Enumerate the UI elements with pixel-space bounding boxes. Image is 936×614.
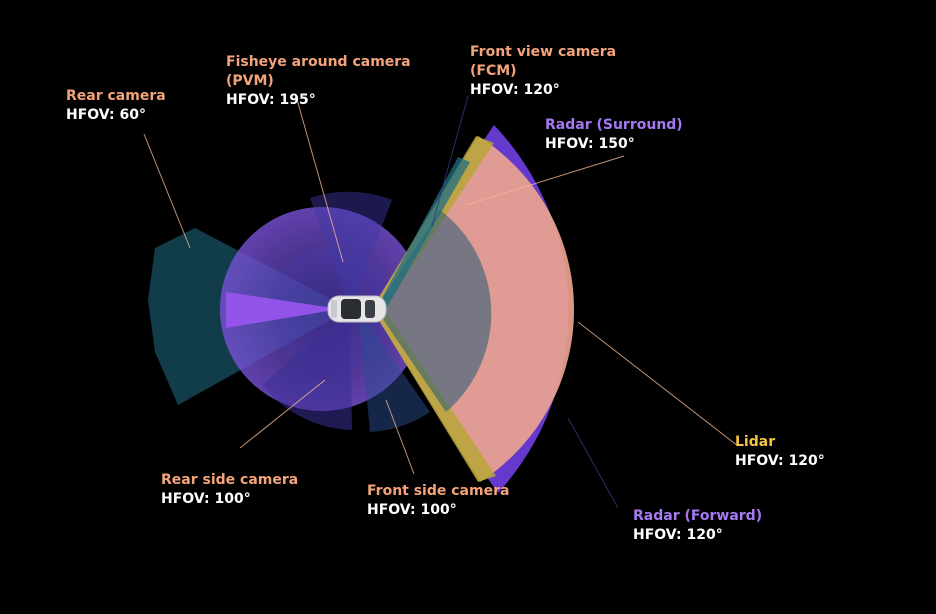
front-view-camera-edge: [376, 157, 470, 309]
rear-camera-leader-line: [143, 133, 191, 249]
rear-side-camera-fov: [262, 309, 352, 430]
lidar-name: Lidar: [735, 434, 776, 450]
radar-surround-label: Radar (Surround) HFOV: 150°: [545, 116, 683, 154]
radar-forward-label: Radar (Forward) HFOV: 120°: [633, 507, 762, 545]
lidar-hfov: HFOV: 120°: [735, 453, 825, 469]
front-side-camera-name: Front side camera: [367, 483, 510, 499]
fisheye-leader-line: [295, 95, 344, 263]
front-view-camera-fov: [376, 210, 492, 412]
front-side-camera-label: Front side camera HFOV: 100°: [367, 482, 509, 520]
front-view-camera-hfov: HFOV: 120°: [470, 82, 560, 98]
rear-side-camera-hfov: HFOV: 100°: [161, 491, 251, 507]
radar-forward-name: Radar (Forward): [633, 508, 763, 524]
front-side-leader-line: [385, 399, 415, 475]
radar-forward-hfov: HFOV: 120°: [633, 527, 723, 543]
fisheye-camera-code: (PVM): [226, 73, 274, 89]
fisheye-camera-name: Fisheye around camera: [226, 54, 411, 70]
lidar-leader-line: [577, 321, 739, 447]
lidar-label: Lidar HFOV: 120°: [735, 433, 825, 471]
front-view-camera-label: Front view camera (FCM) HFOV: 120°: [470, 43, 616, 100]
fisheye-camera-hfov: HFOV: 195°: [226, 92, 316, 108]
fisheye-camera-label: Fisheye around camera (PVM) HFOV: 195°: [226, 53, 411, 110]
front-side-camera-hfov: HFOV: 100°: [367, 502, 457, 518]
rear-camera-hfov: HFOV: 60°: [66, 107, 146, 123]
radar-forward-leader-line: [567, 417, 619, 509]
rear-camera-label: Rear camera HFOV: 60°: [66, 87, 166, 125]
radar-surround-leader-line: [465, 155, 625, 206]
car-top-view-icon: [327, 295, 387, 323]
front-view-camera-name: Front view camera: [470, 44, 617, 60]
rear-side-camera-label: Rear side camera HFOV: 100°: [161, 471, 298, 509]
rear-camera-name: Rear camera: [66, 88, 166, 104]
rear-side-camera-name: Rear side camera: [161, 472, 299, 488]
rear-camera-beam: [226, 292, 340, 328]
front-view-leader-line: [431, 95, 469, 227]
rear-side-leader-line: [239, 379, 326, 449]
front-side-camera-fov: [358, 309, 430, 432]
front-view-camera-code: (FCM): [470, 63, 517, 79]
upper-side-camera-fov: [310, 191, 392, 309]
radar-surround-name: Radar (Surround): [545, 117, 683, 133]
radar-surround-hfov: HFOV: 150°: [545, 136, 635, 152]
